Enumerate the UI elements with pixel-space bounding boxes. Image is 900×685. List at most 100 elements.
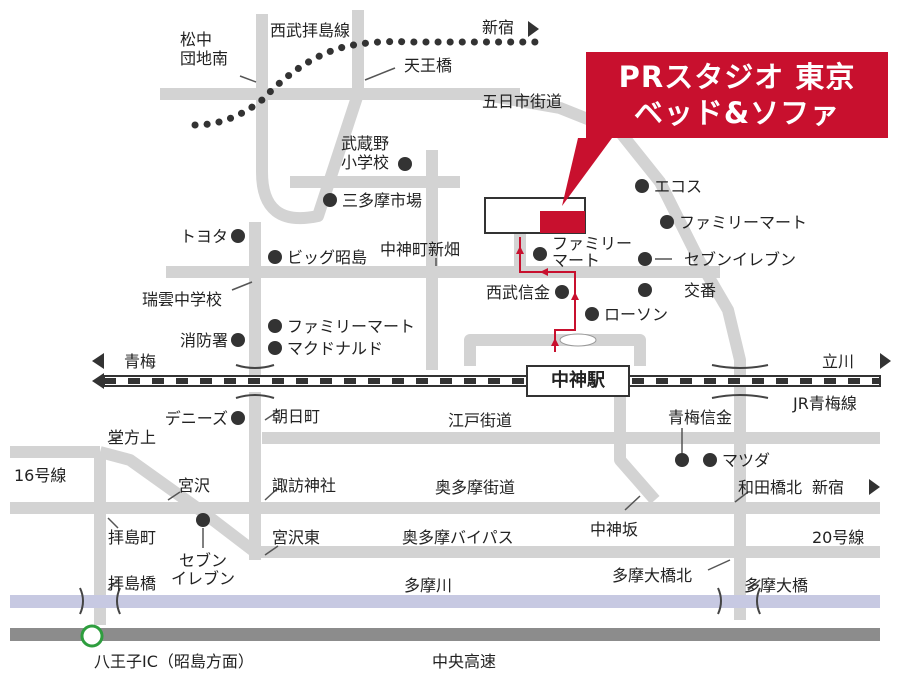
- arrow-left-icon: [92, 373, 104, 389]
- label-okutama-bypass: 奥多摩バイパス: [402, 528, 514, 547]
- landmark-dot: [635, 179, 649, 193]
- leader-line: [707, 559, 731, 571]
- route-arrow-icon: [516, 246, 524, 254]
- road: [464, 334, 558, 366]
- label-zuiun-school: 瑞雲中学校: [142, 290, 223, 309]
- label-route16: 16号線: [14, 466, 67, 485]
- bridge: [711, 394, 769, 399]
- leader-line: [239, 75, 257, 83]
- label-familymart-b: ファミリーマート: [679, 213, 808, 232]
- landmark-dot: [231, 411, 245, 425]
- label-seven-eleven-b: セブン イレブン: [170, 551, 236, 589]
- landmark-dot: [638, 283, 652, 297]
- label-santama-market: 三多摩市場: [342, 191, 423, 210]
- label-tamaohashi: 多摩大橋: [744, 576, 809, 595]
- label-edo-road: 江戸街道: [448, 411, 513, 430]
- label-miyazawa-higashi: 宮沢東: [272, 528, 321, 547]
- route-arrow-icon: [540, 268, 548, 276]
- arrow-left-icon: [92, 353, 104, 369]
- label-toyota: トヨタ: [179, 227, 228, 246]
- label-seibu-line: 西武拝島線: [270, 21, 351, 40]
- leader-line: [624, 495, 641, 511]
- studio-building: [540, 211, 585, 233]
- route-arrow-icon: [571, 292, 579, 300]
- leader-line: [264, 409, 281, 421]
- leader-line: [364, 67, 396, 81]
- leader-line: [167, 491, 181, 501]
- label-hachioji-ic: 八王子IC（昭島方面）: [94, 652, 254, 671]
- label-dennys: デニーズ: [164, 409, 228, 428]
- label-musashino-school: 武蔵野 小学校: [340, 134, 390, 173]
- bridge: [116, 587, 121, 615]
- landmark-dot: [268, 341, 282, 355]
- studio-title-line2: ベッド&ソファ: [633, 96, 841, 130]
- landmark-dot: [231, 333, 245, 347]
- label-fire-station: 消防署: [179, 331, 228, 350]
- seibu-haijima-line: [191, 38, 539, 129]
- studio-title-banner: PRスタジオ 東京 ベッド&ソファ: [586, 52, 888, 138]
- leader-line: [107, 517, 119, 529]
- label-ome-shinkin: 青梅信金: [668, 408, 733, 427]
- label-lawson: ローソン: [604, 305, 669, 324]
- walking-route: [519, 237, 576, 352]
- label-tamagawa: 多摩川: [404, 576, 453, 595]
- landmark-dot: [533, 247, 547, 261]
- label-mazda: マツダ: [722, 451, 771, 470]
- label-koban: 交番: [684, 281, 717, 300]
- leader-line: [231, 281, 253, 291]
- leader-line: [747, 579, 761, 591]
- label-haijimabashi: 拝島橋: [108, 574, 157, 593]
- label-miyazawa: 宮沢: [178, 476, 211, 495]
- landmark-dot: [196, 513, 210, 527]
- landmark-dot: [268, 319, 282, 333]
- landmark-dot: [585, 307, 599, 321]
- leader-line: [264, 545, 279, 556]
- landmark-dots: [196, 157, 717, 527]
- label-matsunaka-danchi: 松中 団地南: [180, 30, 229, 69]
- landmark-dot: [675, 453, 689, 467]
- label-okutama-road: 奥多摩街道: [435, 478, 516, 497]
- leader-lines: [107, 67, 761, 591]
- arrow-right-icon: [869, 479, 880, 495]
- landmark-dot: [268, 250, 282, 264]
- station-nakagami: 中神駅: [526, 365, 630, 397]
- interchange-icon: [80, 624, 104, 648]
- label-haijimacho: 拝島町: [108, 528, 157, 547]
- bridge: [235, 364, 275, 369]
- label-seven-eleven-a: セブンイレブン: [684, 250, 797, 269]
- route-arrows: [516, 246, 579, 346]
- label-dokatakami: 堂方上: [108, 428, 157, 447]
- label-suwa-shrine: 諏訪神社: [272, 476, 337, 495]
- label-familymart-a: ファミリー マート: [552, 234, 633, 270]
- landmark-dot: [231, 229, 245, 243]
- road: [614, 392, 660, 504]
- arrow-right-icon: [880, 353, 891, 369]
- label-route20: 20号線: [812, 528, 865, 547]
- road: [370, 88, 746, 620]
- label-to-ome: 青梅: [124, 352, 157, 371]
- label-seibu-shinkin: 西武信金: [485, 283, 550, 302]
- landmark-dot: [398, 157, 412, 171]
- label-wadabashi-kita: 和田橋北: [738, 478, 803, 497]
- callout-pointer: [562, 138, 612, 206]
- chuo-expressway: [10, 628, 880, 641]
- bridge: [79, 587, 84, 615]
- bridge: [235, 394, 275, 399]
- label-familymart-c: ファミリーマート: [287, 317, 416, 336]
- label-itsukaichi-road: 五日市街道: [482, 92, 563, 111]
- studio-title-line1: PRスタジオ 東京: [618, 60, 856, 94]
- arrow-right-icon: [528, 21, 539, 37]
- label-to-shinjuku: 新宿: [482, 18, 515, 37]
- leader-line: [107, 579, 119, 591]
- label-to-tachikawa: 立川: [822, 352, 855, 371]
- label-mcdonalds: マクドナルド: [287, 339, 384, 358]
- label-tennobashi: 天王橋: [404, 56, 453, 75]
- label-ecos: エコス: [654, 177, 703, 196]
- label-nakagamizaka: 中神坂: [590, 520, 639, 539]
- bridge-marks: [79, 364, 769, 615]
- landmark-dot: [660, 215, 674, 229]
- station-rotary: [559, 333, 597, 347]
- leader-line: [734, 491, 749, 503]
